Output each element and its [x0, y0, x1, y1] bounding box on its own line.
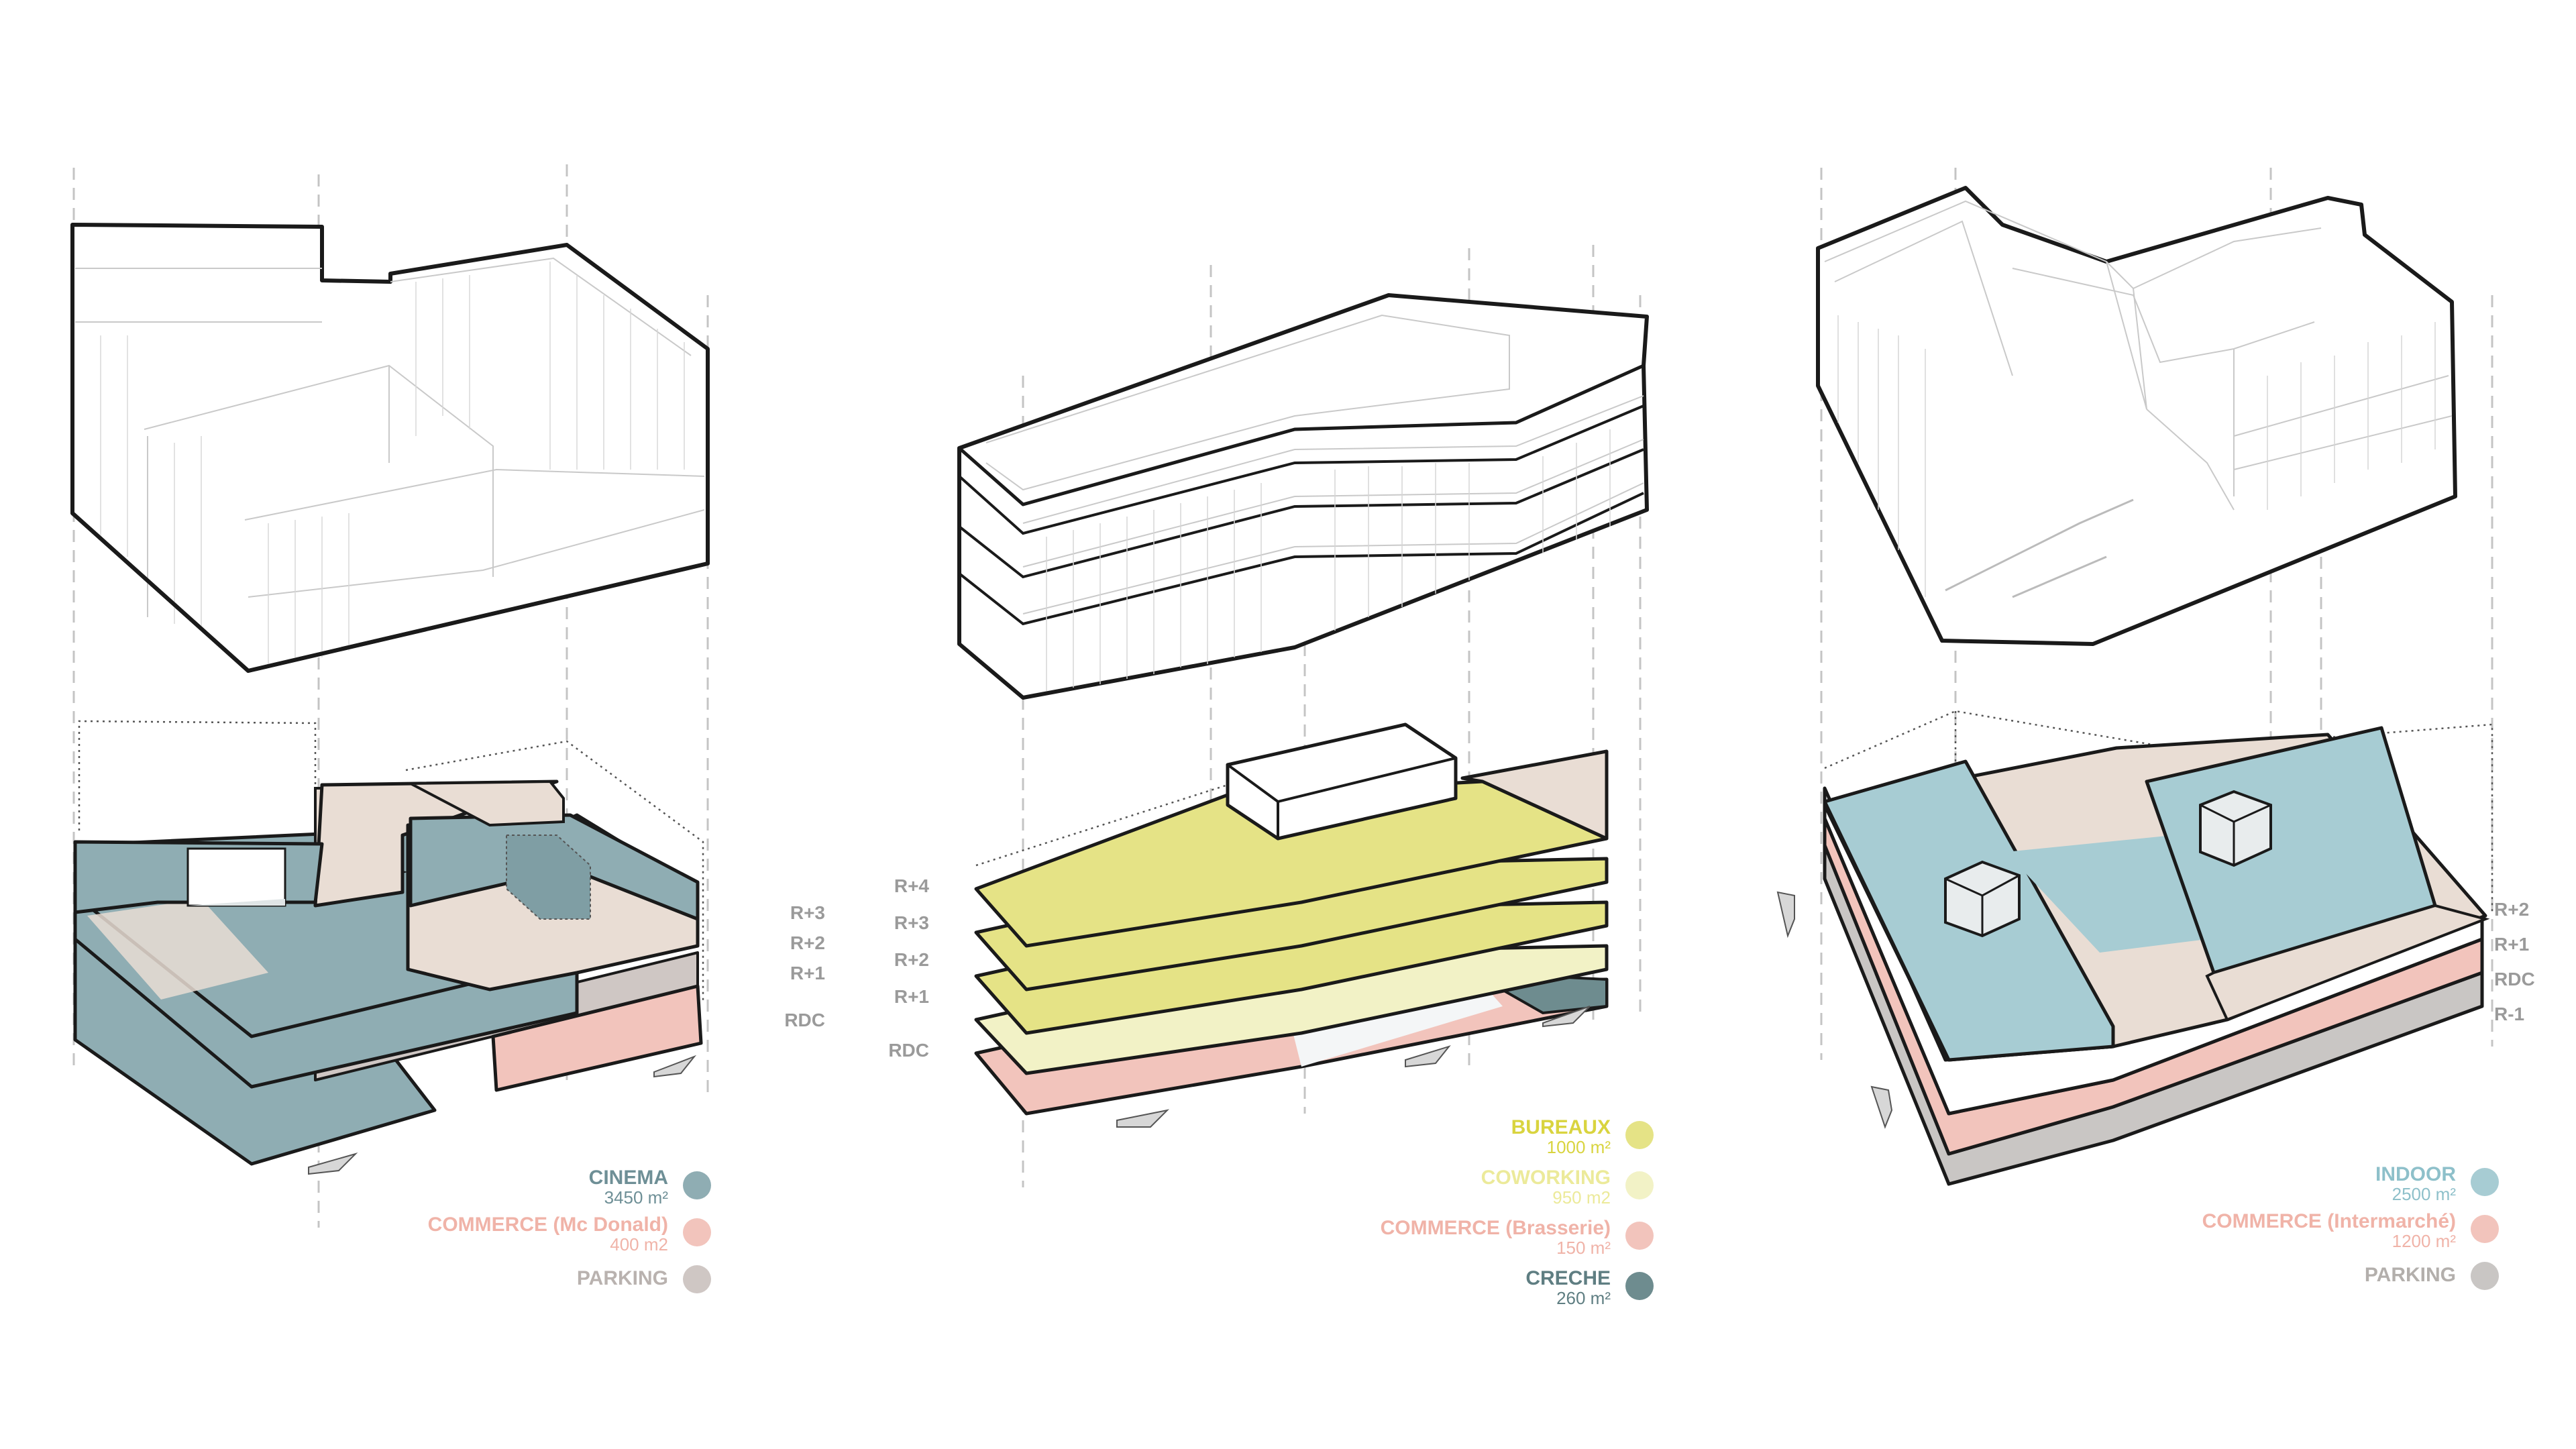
- legend-swatch: [2471, 1168, 2499, 1196]
- legend-name: COMMERCE (Mc Donald): [427, 1214, 668, 1236]
- legend-swatch: [2471, 1215, 2499, 1243]
- level-label: R+1: [790, 963, 825, 983]
- left-floor-stack: [73, 720, 704, 1175]
- legend-name: PARKING: [2364, 1264, 2456, 1286]
- legend-area: 3450 m²: [604, 1187, 668, 1208]
- legend-area: 1000 m²: [1546, 1137, 1611, 1157]
- legend-swatch: [683, 1265, 711, 1293]
- middle-building-axonometric: [957, 293, 1649, 700]
- level-label: R+2: [790, 932, 825, 953]
- legend-name: PARKING: [576, 1267, 668, 1289]
- legend-swatch: [1625, 1171, 1654, 1199]
- legend-name: CRECHE: [1525, 1267, 1611, 1289]
- level-label: R+3: [790, 902, 825, 923]
- level-label: R+1: [2494, 934, 2530, 955]
- legend-name: INDOOR: [2375, 1163, 2456, 1185]
- legend-swatch: [2471, 1262, 2499, 1290]
- level-label: R+2: [894, 949, 929, 970]
- right-building-axonometric: [1816, 186, 2457, 646]
- legend-area: 150 m²: [1556, 1238, 1611, 1258]
- legend-swatch: [683, 1171, 711, 1199]
- legend-area: 2500 m²: [2392, 1184, 2456, 1204]
- legend-swatch: [1625, 1121, 1654, 1149]
- level-label: R+2: [2494, 899, 2530, 920]
- middle-floor-stack: [974, 722, 1609, 1128]
- level-label: R+4: [894, 875, 929, 896]
- level-label: R+1: [894, 986, 929, 1007]
- legend-name: COMMERCE (Brasserie): [1380, 1217, 1611, 1239]
- level-label: R-1: [2494, 1004, 2525, 1024]
- level-label: RDC: [2494, 969, 2535, 989]
- legend-swatch: [683, 1218, 711, 1246]
- legend-name: COMMERCE (Intermarché): [2202, 1210, 2456, 1232]
- right-floor-stack: [1776, 710, 2493, 1186]
- legend-area: 950 m2: [1552, 1187, 1611, 1208]
- legend-name: BUREAUX: [1511, 1116, 1611, 1138]
- legend-area: 1200 m²: [2392, 1231, 2456, 1251]
- legend-name: CINEMA: [588, 1167, 668, 1189]
- left-building-axonometric: [70, 223, 710, 673]
- legend-area: 260 m²: [1556, 1288, 1611, 1308]
- level-label: RDC: [784, 1010, 825, 1030]
- level-label: RDC: [888, 1040, 929, 1061]
- legend-swatch: [1625, 1222, 1654, 1250]
- legend-swatch: [1625, 1272, 1654, 1300]
- level-label: R+3: [894, 912, 929, 933]
- legend-name: COWORKING: [1481, 1167, 1611, 1189]
- legend-area: 400 m2: [610, 1234, 668, 1254]
